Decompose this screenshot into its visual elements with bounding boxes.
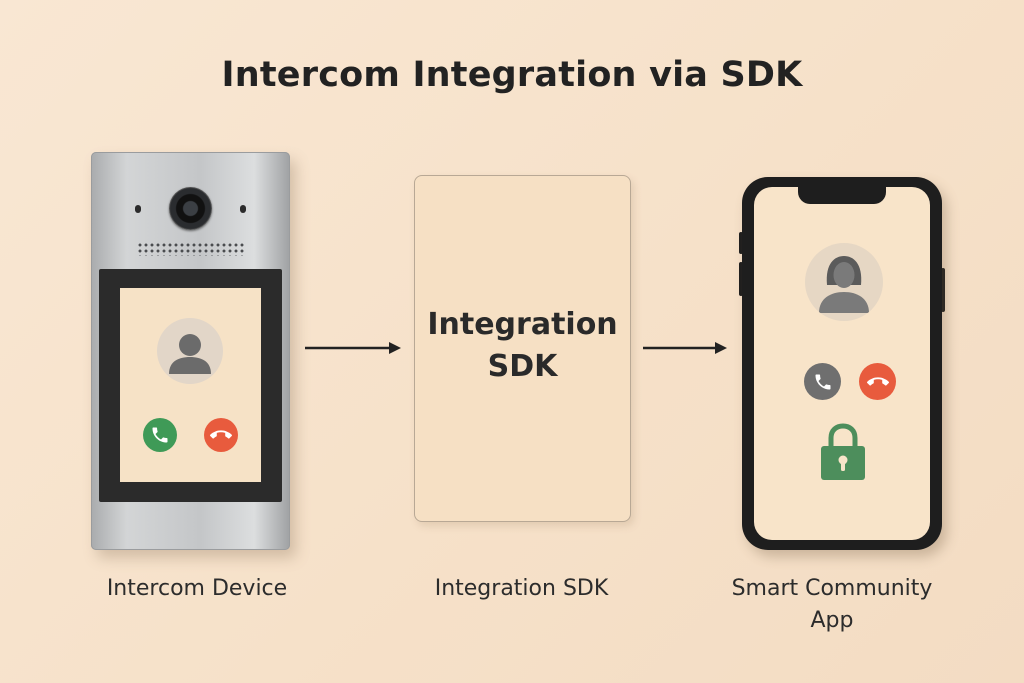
intercom-device xyxy=(91,152,290,550)
arrow-intercom-to-sdk xyxy=(305,342,401,354)
indicator-led-left xyxy=(135,205,141,213)
phone-notch xyxy=(798,187,886,204)
phone-decline-icon xyxy=(866,376,889,386)
phone-power-button xyxy=(941,268,945,312)
decline-call-button[interactable] xyxy=(204,418,238,452)
sdk-label-line1: Integration xyxy=(427,307,618,342)
app-caption-line1: Smart Community xyxy=(731,576,933,601)
padlock-icon[interactable] xyxy=(818,421,868,483)
app-accept-call-button[interactable] xyxy=(804,363,841,400)
accept-call-button[interactable] xyxy=(143,418,177,452)
camera-icon xyxy=(169,187,212,230)
speaker-grille xyxy=(137,242,245,256)
phone-side-button-2 xyxy=(739,262,743,296)
smartphone xyxy=(742,177,942,550)
intercom-screen xyxy=(120,288,261,482)
app-decline-call-button[interactable] xyxy=(859,363,896,400)
intercom-bezel xyxy=(99,269,282,502)
arrow-sdk-to-app xyxy=(643,342,727,354)
indicator-led-right xyxy=(240,205,246,213)
sdk-caption: Integration SDK xyxy=(434,576,609,601)
intercom-caption: Intercom Device xyxy=(106,576,288,601)
sdk-label-line2: SDK xyxy=(487,349,558,384)
sdk-box-label: Integration SDK xyxy=(415,304,630,388)
phone-screen xyxy=(754,187,930,540)
user-avatar-icon xyxy=(157,318,223,384)
diagram-title: Intercom Integration via SDK xyxy=(221,55,803,95)
app-caption: Smart Community App xyxy=(712,573,952,637)
user-avatar-icon xyxy=(805,243,883,321)
app-caption-line2: App xyxy=(810,608,854,633)
phone-accept-icon xyxy=(152,427,168,443)
phone-decline-icon xyxy=(210,430,232,439)
integration-sdk-box: Integration SDK xyxy=(414,175,631,522)
phone-side-button-1 xyxy=(739,232,743,254)
phone-accept-icon xyxy=(815,374,830,389)
